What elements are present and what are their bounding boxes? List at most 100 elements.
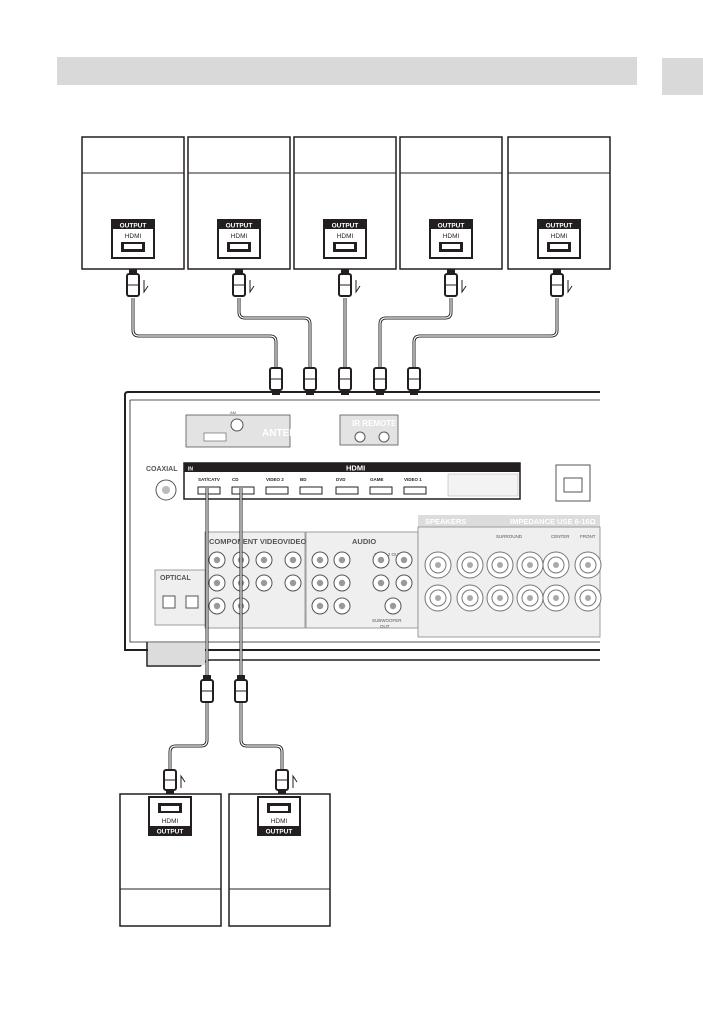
hdmi-plug bbox=[445, 274, 457, 296]
hdmi-plug bbox=[201, 675, 213, 702]
hdmi-input-label: DVD bbox=[336, 477, 346, 482]
hdmi-output-port: HDMI OUTPUT bbox=[258, 797, 300, 836]
hdmi-output-port: OUTPUT HDMI bbox=[112, 220, 154, 258]
rca-jack bbox=[396, 552, 412, 568]
hdmi-plug bbox=[164, 770, 176, 790]
speaker-terminal bbox=[487, 552, 513, 578]
rca-jack bbox=[396, 575, 412, 591]
rca-jack bbox=[373, 575, 389, 591]
rca-jack bbox=[285, 552, 301, 568]
rca-jack bbox=[334, 598, 350, 614]
output-label: OUTPUT bbox=[546, 223, 573, 230]
subwoofer-label: SUBWOOFER bbox=[372, 618, 402, 623]
speaker-terminal bbox=[487, 585, 513, 611]
speaker-terminal bbox=[457, 552, 483, 578]
hdmi-input-label: VIDEO 2 bbox=[266, 477, 284, 482]
top-source-devices: OUTPUT HDMI OUTPUT HDMI OUTPUT HDMI OUTPUT HDMI… bbox=[82, 137, 610, 269]
hdmi-plug bbox=[276, 770, 288, 790]
hdmi-in-label: IN bbox=[188, 467, 193, 473]
output-label: OUTPUT bbox=[266, 829, 293, 836]
center-label: CENTER bbox=[551, 534, 570, 539]
signal-direction-arrow bbox=[181, 776, 185, 788]
source-device-bottom-1: HDMI OUTPUT bbox=[120, 794, 221, 926]
signal-direction-arrow bbox=[250, 280, 254, 292]
rca-jack bbox=[334, 552, 350, 568]
output-label: OUTPUT bbox=[120, 223, 147, 230]
speaker-terminal bbox=[425, 552, 451, 578]
hdmi-input-label: GAME bbox=[370, 477, 384, 482]
hdmi-output-port: OUTPUTHDMI bbox=[324, 220, 366, 258]
speaker-terminal bbox=[575, 585, 601, 611]
hdmi-input-label: CD bbox=[232, 477, 239, 482]
speaker-terminal bbox=[457, 585, 483, 611]
hdmi-plug bbox=[339, 274, 351, 296]
bottom-cables bbox=[170, 488, 282, 770]
hdmi-plug bbox=[235, 675, 247, 702]
speaker-terminal bbox=[517, 552, 543, 578]
impedance-label: IMPEDANCE USE 6-16Ω bbox=[510, 517, 596, 526]
hdmi-input-label: VIDEO 1 bbox=[404, 477, 422, 482]
rca-jack bbox=[373, 552, 389, 568]
rca-jack bbox=[312, 552, 328, 568]
signal-direction-arrow bbox=[356, 280, 360, 292]
output-label: OUTPUT bbox=[157, 829, 184, 836]
hdmi-port-label: HDMI bbox=[125, 233, 142, 240]
am-label: AM bbox=[230, 410, 236, 415]
rca-jack bbox=[285, 575, 301, 591]
rca-jack bbox=[312, 598, 328, 614]
antenna-label: ANTENNA bbox=[262, 428, 311, 439]
hdmi-port-label: HDMI bbox=[231, 233, 248, 240]
hdmi-plug bbox=[233, 274, 245, 296]
hdmi-input-label: BD bbox=[300, 477, 307, 482]
source-device-top-1: OUTPUT HDMI bbox=[82, 137, 184, 269]
coaxial-label: COAXIAL bbox=[146, 466, 178, 473]
signal-direction-arrow bbox=[568, 280, 572, 292]
subwoofer-out-label: OUT bbox=[380, 624, 390, 629]
source-device-top-2: OUTPUTHDMI bbox=[188, 137, 290, 269]
rca-jack bbox=[209, 575, 225, 591]
hdmi-output-port: HDMI OUTPUT bbox=[149, 797, 191, 836]
speaker-terminal bbox=[517, 585, 543, 611]
speaker-terminal bbox=[425, 585, 451, 611]
hdmi-port-label: HDMI bbox=[271, 818, 288, 825]
rca-jack bbox=[256, 552, 272, 568]
hdmi-plug bbox=[339, 368, 351, 395]
rca-jack bbox=[209, 598, 225, 614]
surround-label: SURROUND bbox=[496, 534, 523, 539]
rca-jack bbox=[385, 598, 401, 614]
video-label: VIDEO bbox=[283, 537, 307, 546]
hdmi-label: HDMI bbox=[346, 464, 365, 473]
hdmi-plug bbox=[270, 368, 282, 395]
rca-jack bbox=[312, 575, 328, 591]
rca-jack bbox=[256, 575, 272, 591]
hdmi-output-port: OUTPUT HDMI bbox=[430, 220, 472, 258]
signal-direction-arrow bbox=[462, 280, 466, 292]
hdmi-plug bbox=[304, 368, 316, 395]
signal-direction-arrow bbox=[144, 280, 148, 292]
hdmi-port-label: HDMI bbox=[443, 233, 460, 240]
output-label: OUTPUT bbox=[332, 223, 359, 230]
hdmi-input-label: SAT/CATV bbox=[198, 477, 220, 482]
rca-jack bbox=[334, 575, 350, 591]
speaker-terminal bbox=[543, 552, 569, 578]
source-device-top-4: OUTPUT HDMI bbox=[400, 137, 502, 269]
rca-jack bbox=[209, 552, 225, 568]
hdmi-plug bbox=[551, 274, 563, 296]
source-device-top-5: OUTPUT HDMI bbox=[508, 137, 610, 269]
optical-label: OPTICAL bbox=[160, 575, 191, 582]
output-label: OUTPUT bbox=[438, 223, 465, 230]
component-video-label: COMPONENT VIDEO bbox=[209, 537, 283, 546]
ir-remote-label: IR REMOTE bbox=[352, 419, 397, 428]
speaker-terminal bbox=[575, 552, 601, 578]
hdmi-plug bbox=[408, 368, 420, 395]
speaker-terminal bbox=[543, 585, 569, 611]
bottom-source-devices: HDMI OUTPUT HDMI OUTPUT bbox=[120, 794, 330, 926]
hdmi-port-label: HDMI bbox=[551, 233, 568, 240]
hdmi-plug bbox=[127, 274, 139, 296]
hdmi-plug bbox=[374, 368, 386, 395]
source-device-bottom-2: HDMI OUTPUT bbox=[229, 794, 330, 926]
hdmi-port-label: HDMI bbox=[162, 818, 179, 825]
